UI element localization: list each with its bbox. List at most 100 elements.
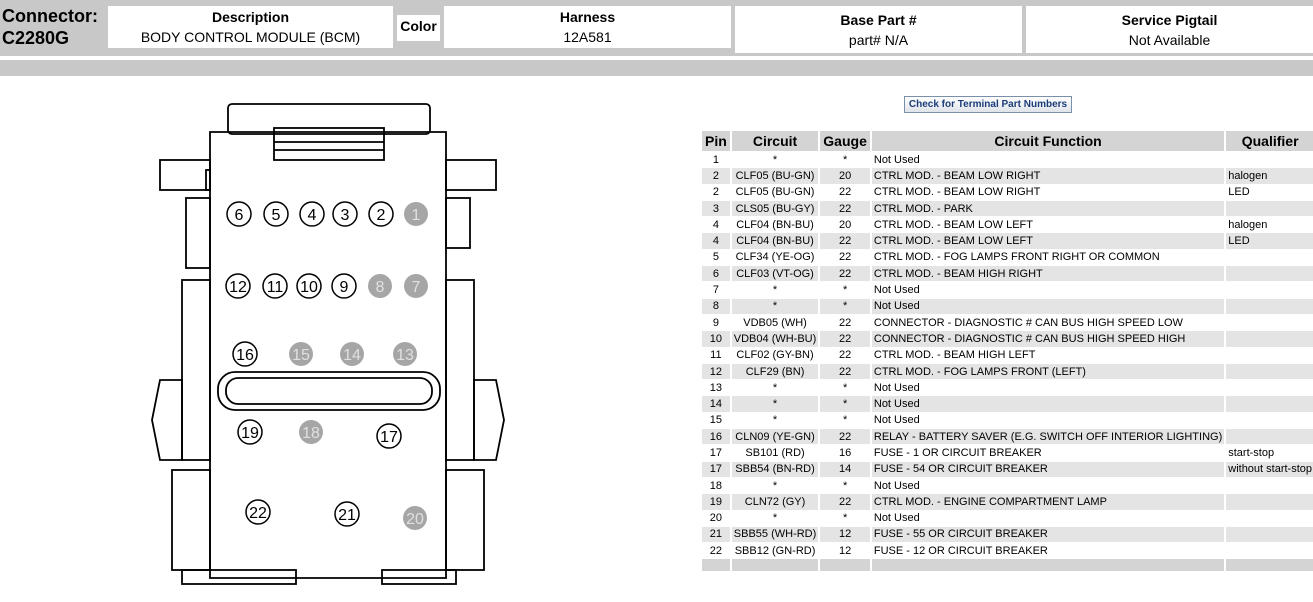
cell-function: Not Used [871, 396, 1225, 412]
cell-pin: 11 [710, 349, 722, 362]
pin-13: 13 [393, 342, 417, 366]
pin-circle [340, 342, 364, 366]
cell-qualifier [1226, 331, 1313, 347]
footer-cell [820, 559, 870, 572]
cell-pin: 15 [709, 414, 723, 427]
pin-circle [237, 419, 263, 445]
cell-pin: 8 [702, 298, 730, 314]
connector-label: Connector: [2, 6, 98, 26]
pin-circle [296, 273, 322, 299]
cell-function: Not Used [873, 284, 920, 297]
pin-label: 6 [235, 207, 244, 224]
pin-3: 3 [332, 201, 358, 227]
pin-label: 14 [343, 347, 361, 364]
cell-pin: 2 [702, 168, 730, 184]
pin-circle [393, 342, 417, 366]
cell-qualifier [1226, 298, 1313, 314]
cell-qualifier [1226, 152, 1313, 167]
cell-pin: 6 [702, 266, 730, 282]
cell-qualifier [1226, 315, 1313, 330]
cell-pin: 2 [712, 186, 719, 199]
cell-circuit: CLF02 (GY-BN) [736, 349, 814, 362]
pin-circle [404, 274, 428, 298]
cell-pin: 9 [712, 316, 719, 329]
pin-circle [376, 423, 402, 449]
cell-pin: 22 [709, 544, 723, 557]
footer-cell [731, 559, 819, 572]
cell-pin: 17 [709, 446, 723, 459]
cell-qualifier [1226, 543, 1313, 558]
cell-qualifier [1226, 200, 1313, 217]
table-row: 20**Not Used [702, 511, 1313, 526]
pin-label: 22 [249, 505, 267, 522]
color-title: Color [400, 18, 437, 34]
cell-qualifier [1226, 348, 1313, 363]
description-title: Description [211, 9, 289, 25]
cell-gauge: 22 [820, 363, 870, 380]
harness-value: 12A581 [563, 29, 612, 45]
cell-gauge: * [842, 381, 848, 394]
pin-10: 10 [296, 273, 322, 299]
pin-label: 3 [341, 207, 350, 224]
pin-circle [263, 201, 289, 227]
service-pigtail-title: Service Pigtail [1121, 12, 1218, 28]
cell-pin: 19 [702, 494, 730, 510]
table-header-row: Pin Circuit Gauge Circuit Function Quali… [702, 131, 1313, 151]
cell-gauge: 22 [820, 200, 870, 217]
cell-gauge: 22 [820, 266, 870, 282]
cell-qualifier [1226, 363, 1313, 380]
cell-pin: 14 [702, 396, 730, 412]
pin-circle [299, 420, 323, 444]
pin-label: 18 [302, 425, 320, 442]
pin-label: 21 [338, 507, 356, 524]
pin-circle [226, 201, 252, 227]
cell-circuit: SBB55 (WH-RD) [731, 526, 819, 543]
cell-circuit: CLF04 (BN-BU) [731, 233, 819, 249]
cell-pin: 3 [702, 200, 730, 217]
cell-pin: 21 [702, 526, 730, 543]
pin-table: Pin Circuit Gauge Circuit Function Quali… [700, 130, 1313, 572]
cell-function: RELAY - BATTERY SAVER (E.G. SWITCH OFF I… [871, 429, 1225, 445]
cell-function: Not Used [873, 153, 920, 166]
cell-function: Not Used [873, 381, 920, 394]
header-pin: Pin [702, 131, 730, 151]
cell-gauge: * [820, 396, 870, 412]
pin-circle [225, 273, 251, 299]
pin-15: 15 [289, 342, 313, 366]
pin-14: 14 [340, 342, 364, 366]
cell-qualifier [1226, 380, 1313, 395]
harness-box: Harness 12A581 [444, 6, 731, 48]
cell-qualifier [1226, 266, 1313, 282]
cell-circuit: CLF29 (BN) [731, 363, 819, 380]
table-row: 13**Not Used [702, 380, 1313, 395]
cell-gauge: 22 [820, 494, 870, 510]
pin-label: 12 [229, 279, 247, 296]
pin-20: 20 [403, 506, 427, 530]
check-terminal-part-numbers-button[interactable]: Check for Terminal Part Numbers [904, 96, 1072, 113]
table-row: 7**Not Used [702, 282, 1313, 297]
cell-gauge: * [842, 479, 848, 492]
cell-circuit: * [772, 479, 778, 492]
pin-label: 9 [340, 279, 349, 296]
table-footer-row [702, 559, 1313, 572]
table-row: 8**Not Used [702, 298, 1313, 314]
cell-function: CTRL MOD. - BEAM LOW RIGHT [873, 186, 1041, 199]
footer-cell [702, 559, 730, 572]
cell-gauge: 22 [838, 251, 852, 264]
cell-function: FUSE - 1 OR CIRCUIT BREAKER [873, 446, 1042, 459]
cell-pin: 16 [702, 429, 730, 445]
base-part-title: Base Part # [840, 12, 917, 28]
cell-qualifier: LED [1226, 233, 1313, 249]
cell-gauge: 14 [820, 461, 870, 477]
cell-function: CTRL MOD. - BEAM HIGH RIGHT [871, 266, 1225, 282]
cell-function: FUSE - 54 OR CIRCUIT BREAKER [871, 461, 1225, 477]
harness-title: Harness [559, 9, 616, 25]
cell-circuit: VDB05 (WH) [743, 316, 807, 329]
cell-circuit: * [731, 298, 819, 314]
cell-function: CONNECTOR - DIAGNOSTIC # CAN BUS HIGH SP… [873, 316, 1183, 329]
